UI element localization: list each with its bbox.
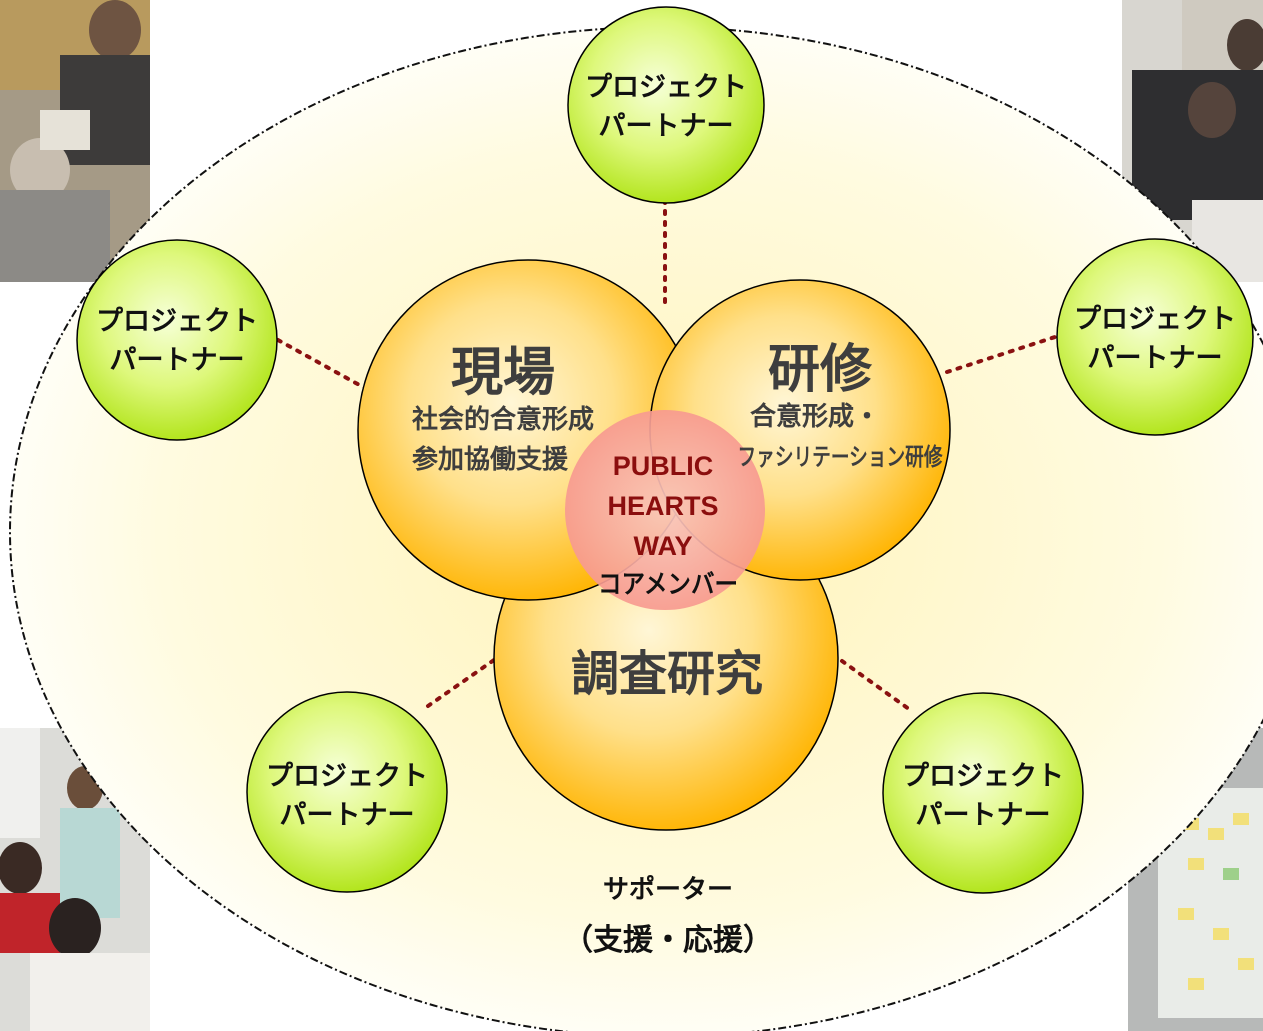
partner-circle-top: [567, 6, 765, 204]
partner-bottom-right-line1: プロジェクト: [902, 761, 1064, 792]
connectors: [276, 198, 1057, 714]
partner-bottom-right-line2: パートナー: [916, 800, 1051, 831]
partner-left-line2: パートナー: [110, 345, 245, 376]
partner-circle-left: [76, 239, 278, 441]
training-line1: 合意形成・: [750, 401, 880, 432]
core-line3: WAY: [633, 531, 692, 561]
partner-circle-right: [1056, 238, 1254, 436]
connector-bottom-left: [426, 658, 496, 708]
core-line2: HEARTS: [607, 491, 718, 521]
connector-right: [945, 335, 1057, 374]
connector-bottom-right: [840, 659, 915, 714]
partner-right-line2: パートナー: [1088, 343, 1223, 374]
photo-top-right: [1122, 0, 1263, 282]
photo-top-left: [0, 0, 150, 282]
partner-right-line1: プロジェクト: [1074, 304, 1236, 335]
supporter-text: サポーター （支援・応援）: [563, 874, 773, 958]
core-members-label: コアメンバー: [598, 570, 738, 600]
connector-left: [276, 338, 374, 394]
field-line1: 社会的合意形成: [412, 404, 594, 435]
partner-bottom-left-line2: パートナー: [280, 800, 415, 831]
training-text: 研修 合意形成・ ファシリテーション研修: [738, 340, 944, 471]
partner-top-line2: パートナー: [599, 111, 734, 142]
partner-circle-bottom-right: [882, 692, 1084, 894]
core-center-circle: [565, 410, 765, 610]
partner-left-line1: プロジェクト: [96, 306, 258, 337]
field-title: 現場: [451, 343, 555, 403]
partner-top-line1: プロジェクト: [585, 72, 747, 103]
supporter-line1: サポーター: [603, 874, 733, 905]
training-line2: ファシリテーション研修: [738, 443, 944, 471]
field-line2: 参加協働支援: [412, 444, 569, 475]
supporter-line2: （支援・応援）: [563, 923, 773, 958]
research-title: 調査研究: [571, 646, 763, 702]
partner-circle-bottom-left: [246, 691, 448, 893]
core-center-text: PUBLIC HEARTS WAY: [607, 451, 718, 561]
training-title: 研修: [768, 340, 873, 400]
field-text: 現場 社会的合意形成 参加協働支援: [412, 343, 594, 475]
core-line1: PUBLIC: [613, 451, 714, 481]
partner-labels: プロジェクト パートナー プロジェクト パートナー プロジェクト パートナー プ…: [96, 72, 1236, 831]
photo-top-right-art: [1122, 0, 1263, 282]
partner-circles: [76, 6, 1254, 894]
photo-top-left-art: [0, 0, 150, 282]
partner-bottom-left-line1: プロジェクト: [266, 761, 428, 792]
